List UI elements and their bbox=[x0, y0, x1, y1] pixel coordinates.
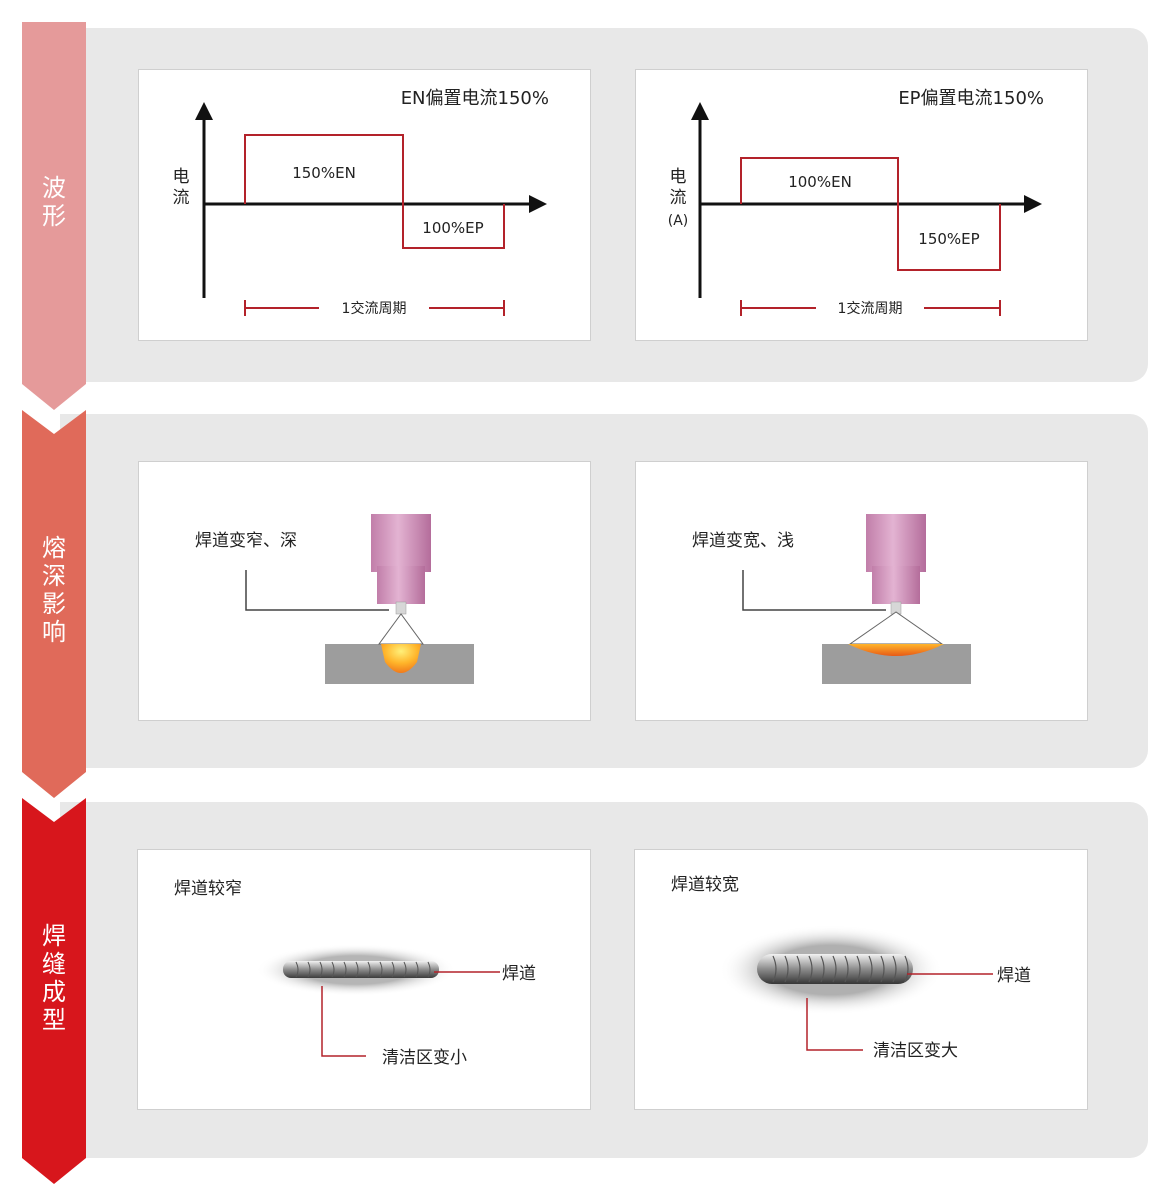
weld-pool bbox=[381, 644, 421, 673]
clean-zone-callout-line bbox=[806, 998, 863, 1051]
penetration-card-narrow: 焊道变窄、深 bbox=[138, 461, 591, 721]
row-waveform-chevron bbox=[22, 22, 86, 410]
waveform-diagram-en: EN偏置电流150% 电 流 150%EN 100%EP 1交流周期 bbox=[173, 88, 550, 317]
penetration-caption: 焊道变宽、浅 bbox=[692, 531, 794, 551]
positive-pulse-label: 150%EN bbox=[292, 164, 356, 182]
clean-zone-label: 清洁区变大 bbox=[873, 1041, 958, 1061]
bead-title: 焊道较窄 bbox=[174, 879, 242, 899]
waveform-card-en: EN偏置电流150% 电 流 150%EN 100%EP 1交流周期 bbox=[138, 69, 591, 341]
weld-bead bbox=[757, 954, 913, 984]
penetration-card-wide: 焊道变宽、浅 bbox=[635, 461, 1088, 721]
bead-ripples bbox=[295, 961, 431, 978]
y-axis-label-1: 电 bbox=[173, 167, 190, 187]
bead-card-wide: 焊道较宽 焊道 清洁区变大 bbox=[634, 849, 1088, 1110]
negative-pulse-label: 100%EP bbox=[422, 219, 483, 237]
waveform-line bbox=[244, 134, 505, 249]
penetration-caption: 焊道变窄、深 bbox=[195, 531, 297, 551]
torch-body bbox=[371, 514, 431, 572]
torch-nozzle bbox=[872, 566, 920, 604]
bead-ripples bbox=[772, 955, 909, 983]
bead-label: 焊道 bbox=[997, 966, 1031, 986]
torch-body bbox=[866, 514, 926, 572]
arc-cone bbox=[848, 611, 944, 645]
x-axis-arrow bbox=[529, 195, 547, 213]
waveform-card-ep: EP偏置电流150% 电 流 (A) 100%EN 150%EP 1交流周期 bbox=[635, 69, 1088, 341]
bead-label: 焊道 bbox=[502, 964, 536, 984]
y-axis-label-2: 流 bbox=[173, 188, 190, 208]
y-axis-unit: (A) bbox=[668, 213, 689, 229]
torch-nozzle bbox=[377, 566, 425, 604]
clean-zone-callout-line bbox=[321, 986, 366, 1057]
y-axis-arrow bbox=[195, 102, 213, 120]
arc-cone bbox=[378, 613, 424, 645]
penetration-diagram-narrow: 焊道变窄、深 bbox=[195, 514, 474, 684]
clean-zone-label: 清洁区变小 bbox=[382, 1048, 467, 1068]
waveform-diagram-ep: EP偏置电流150% 电 流 (A) 100%EN 150%EP 1交流周期 bbox=[668, 88, 1044, 317]
x-axis-arrow bbox=[1024, 195, 1042, 213]
bead-title: 焊道较宽 bbox=[671, 875, 739, 895]
row-penetration-label: 熔深影响 bbox=[42, 534, 66, 646]
y-axis-label-1: 电 bbox=[670, 167, 687, 187]
bead-diagram-wide: 焊道较宽 焊道 清洁区变大 bbox=[671, 875, 1031, 1061]
period-label: 1交流周期 bbox=[342, 300, 407, 317]
penetration-diagram-wide: 焊道变宽、浅 bbox=[692, 514, 971, 684]
weld-pool bbox=[848, 644, 944, 656]
waveform-title: EN偏置电流150% bbox=[401, 88, 549, 109]
waveform-title: EP偏置电流150% bbox=[898, 88, 1044, 109]
period-label: 1交流周期 bbox=[838, 300, 903, 317]
weld-bead bbox=[283, 961, 439, 978]
row-bead-chevron bbox=[22, 798, 86, 1184]
bead-diagram-narrow: 焊道较窄 焊道 清洁区变小 bbox=[174, 879, 536, 1068]
waveform-line bbox=[740, 157, 1001, 271]
y-axis-label-2: 流 bbox=[670, 188, 687, 208]
negative-pulse-label: 150%EP bbox=[918, 230, 979, 248]
row-waveform-label: 波形 bbox=[42, 174, 66, 230]
row-bead-label: 焊缝成型 bbox=[42, 922, 66, 1034]
electrode-tip bbox=[395, 601, 407, 615]
y-axis-arrow bbox=[691, 102, 709, 120]
caption-leader-line bbox=[245, 570, 389, 611]
row-penetration-chevron bbox=[22, 410, 86, 798]
positive-pulse-label: 100%EN bbox=[788, 173, 852, 191]
bead-card-narrow: 焊道较窄 焊道 清洁区变小 bbox=[137, 849, 591, 1110]
caption-leader-line bbox=[742, 570, 886, 611]
